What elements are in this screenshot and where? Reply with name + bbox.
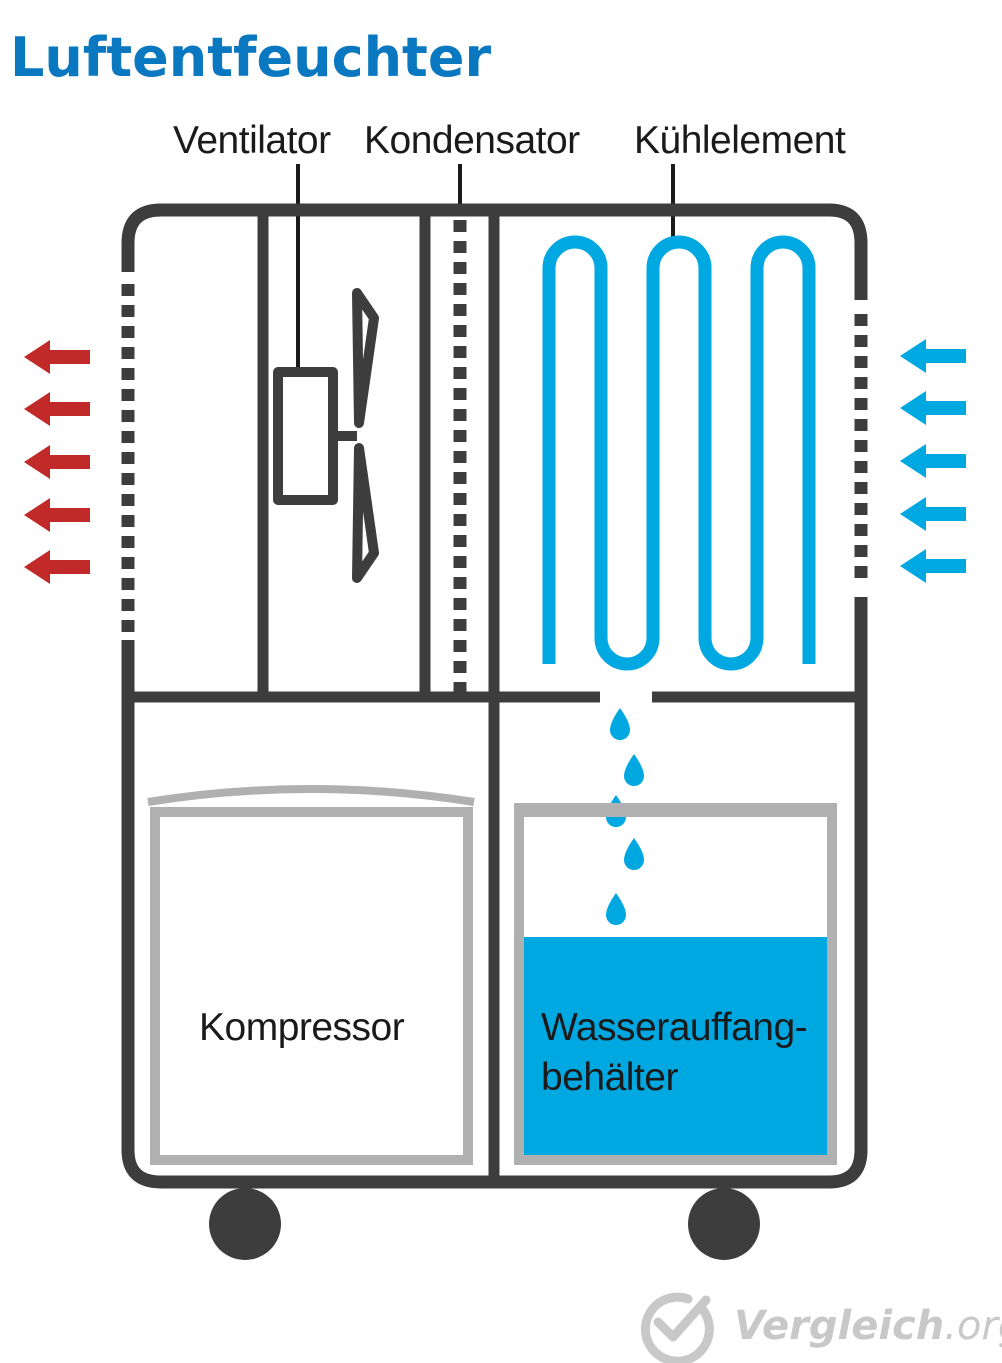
arrow-left-icon — [900, 497, 966, 531]
page-title: Luftentfeuchter — [10, 26, 491, 89]
label-kompressor: Kompressor — [199, 1006, 405, 1049]
compressor-lid — [147, 785, 475, 806]
check-circle-icon — [640, 1292, 714, 1363]
housing-bottom — [161, 597, 868, 1189]
warm-air-arrows — [24, 340, 90, 584]
watermark-text: Vergleich.org — [734, 1303, 1002, 1349]
device-housing — [121, 203, 868, 1189]
leader-lines — [296, 164, 675, 372]
label-wasser-line1: Wasserauffang- — [541, 1006, 807, 1049]
humid-air-arrows — [900, 339, 966, 583]
label-kuehlelement: Kühlelement — [634, 119, 846, 162]
water-drop-icon — [606, 893, 626, 925]
watermark-brand: Vergleich — [734, 1303, 944, 1349]
label-ventilator: Ventilator — [173, 119, 331, 162]
wheels — [209, 1188, 760, 1260]
tank-water — [519, 937, 832, 1160]
inner-partitions — [128, 210, 861, 1182]
watermark: Vergleich.org — [640, 1292, 1002, 1363]
cooling-coil — [542, 235, 816, 671]
arrow-left-icon — [24, 498, 90, 532]
water-drop-icon — [624, 838, 644, 870]
arrow-left-icon — [24, 445, 90, 479]
housing-left-lower — [121, 640, 162, 1189]
arrow-left-icon — [900, 391, 966, 425]
arrow-left-icon — [900, 549, 966, 583]
grilles — [121, 284, 868, 632]
arrow-left-icon — [24, 550, 90, 584]
label-wasser-line2: behälter — [541, 1056, 678, 1099]
fan-icon — [273, 288, 379, 583]
arrow-left-icon — [24, 340, 90, 374]
water-tank: Wasserauffang- behälter — [514, 803, 837, 1165]
wheel-left — [209, 1188, 281, 1260]
watermark-tld: .org — [944, 1303, 1002, 1349]
arrow-left-icon — [900, 444, 966, 478]
fan-blade-bottom — [352, 443, 379, 583]
fan-motor — [273, 367, 338, 505]
compressor: Kompressor — [147, 785, 475, 1165]
arrow-left-icon — [24, 392, 90, 426]
arrow-left-icon — [900, 339, 966, 373]
water-drop-icon — [610, 708, 630, 740]
condensate-drops — [606, 708, 644, 925]
tank-wall — [514, 807, 837, 1165]
housing-left-upper — [121, 203, 162, 272]
wheel-right — [688, 1188, 760, 1260]
water-drop-icon — [624, 754, 644, 786]
compressor-body — [150, 807, 473, 1165]
fan-blade-top — [352, 288, 379, 428]
housing-top — [161, 203, 868, 300]
label-kondensator: Kondensator — [364, 119, 580, 162]
